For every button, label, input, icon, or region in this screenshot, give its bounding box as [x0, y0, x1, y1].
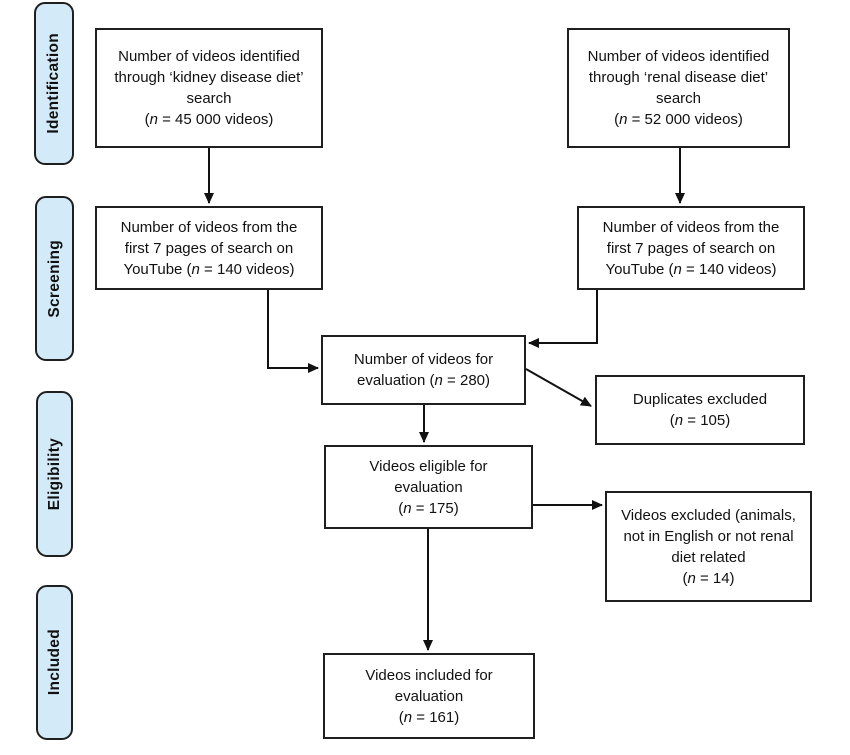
box-included: Videos included for evaluation (n = 161) [323, 653, 535, 739]
stage-included-label: Included [45, 629, 63, 696]
box-screening-renal: Number of videos from the first 7 pages … [577, 206, 805, 290]
stage-eligibility: Eligibility [36, 391, 73, 557]
box-kidney-search: Number of videos identified through ‘kid… [95, 28, 323, 148]
stage-identification: Identification [34, 2, 74, 165]
arrow-screenleft-to-evaluation [267, 290, 319, 373]
box-text-line: (n = 161) [398, 708, 460, 726]
box-text-line: diet related [671, 548, 746, 566]
box-text-line: through ‘renal disease diet’ [588, 69, 769, 86]
box-text-line: Number of videos identified [587, 48, 770, 65]
box-screening-kidney: Number of videos from the first 7 pages … [95, 206, 323, 290]
box-text-line: first 7 pages of search on [606, 239, 776, 257]
box-text-line: Videos included for [365, 666, 493, 684]
box-text-line: Number of videos from the [120, 218, 298, 236]
arrow-screenright-to-evaluation [528, 290, 598, 348]
box-evaluation: Number of videos for evaluation (n = 280… [321, 335, 526, 405]
box-text-line: (n = 175) [398, 499, 459, 517]
stage-identification-label: Identification [45, 33, 62, 134]
box-text-line: not in English or not renal [623, 527, 794, 545]
box-text-line: (n = 105) [669, 412, 731, 429]
box-text-line: (n = 52 000 videos) [614, 111, 743, 128]
box-text-line: first 7 pages of search on [124, 239, 294, 257]
box-text-line: evaluation [394, 687, 464, 705]
box-text-line: Duplicates excluded [632, 391, 768, 408]
box-duplicates-excluded: Duplicates excluded (n = 105) [595, 375, 805, 445]
stage-screening-label: Screening [45, 239, 63, 318]
box-videos-excluded: Videos excluded (animals, not in English… [605, 491, 812, 602]
box-text-line: evaluation (n = 280) [356, 372, 491, 389]
box-text-line: Videos excluded (animals, [621, 506, 796, 524]
stage-screening: Screening [35, 196, 74, 361]
box-text-line: YouTube (n = 140 videos) [605, 260, 777, 278]
box-text-line: search [186, 90, 232, 107]
box-text-line: YouTube (n = 140 videos) [123, 260, 295, 278]
stage-included: Included [36, 585, 73, 740]
box-renal-search: Number of videos identified through ‘ren… [567, 28, 790, 148]
box-text-line: Videos eligible for [369, 457, 488, 475]
box-eligible: Videos eligible for evaluation (n = 175) [324, 445, 533, 529]
box-text-line: (n = 14) [682, 569, 735, 587]
box-text-line: (n = 45 000 videos) [144, 111, 274, 128]
box-text-line: evaluation [394, 478, 463, 496]
stage-eligibility-label: Eligibility [45, 437, 63, 511]
box-text-line: Number of videos from the [602, 218, 780, 236]
box-text-line: Number of videos for [353, 351, 494, 368]
box-text-line: search [655, 90, 702, 107]
arrow-evaluation-to-duplicates [525, 368, 592, 407]
box-text-line: Number of videos identified [118, 48, 300, 65]
box-text-line: through ‘kidney disease diet’ [114, 69, 304, 86]
